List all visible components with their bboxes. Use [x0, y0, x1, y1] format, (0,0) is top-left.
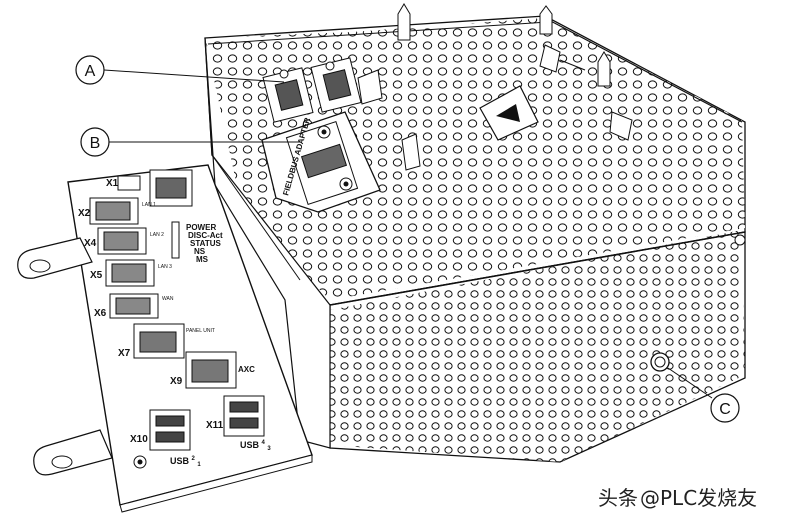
usb-port-left: [149, 409, 191, 451]
led-ms-label: MS: [196, 255, 209, 264]
usb-right-base: USB: [240, 440, 260, 450]
usb-left-base: USB: [170, 456, 190, 466]
port-panel-unit-label: PANEL UNIT: [186, 328, 215, 334]
connector-x6-label: X6: [94, 308, 107, 319]
led-power-label: POWER: [186, 223, 216, 232]
port-lan2-label: LAN 2: [150, 232, 164, 238]
usb-right-sub: 3: [267, 446, 271, 452]
connector-x4-label: X4: [84, 238, 97, 249]
led-status-label: STATUS: [190, 239, 221, 248]
port-usb-left-label: USB 2 1: [170, 452, 201, 468]
connector-x11-label: X11: [206, 420, 224, 431]
dsub-connectors: [262, 57, 362, 123]
usb-left-sub: 1: [197, 462, 201, 468]
callout-b-label: B: [90, 135, 101, 152]
callout-c: C: [667, 367, 740, 423]
led-ns-label: NS: [194, 247, 206, 256]
callout-c-label: C: [719, 401, 731, 418]
mounting-ear-upper: [17, 237, 93, 279]
watermark-handle: @PLC发烧友: [640, 486, 758, 510]
led-disc-act-label: DISC-Act: [188, 231, 223, 240]
port-lan3-label: LAN 3: [158, 264, 172, 270]
usb-right-sup: 4: [262, 440, 266, 446]
connector-x1-label: X1: [106, 178, 119, 189]
callout-b: B: [80, 127, 300, 157]
port-usb-right-label: USB 4 3: [240, 436, 271, 452]
connector-x9-label: X9: [170, 376, 183, 387]
watermark: 头条@PLC发烧友: [598, 482, 759, 511]
left-side-wall: [204, 37, 331, 449]
callout-a: A: [75, 55, 285, 85]
connector-x10-label: X10: [130, 434, 148, 445]
status-leds: POWER DISC-Act STATUS NS MS: [171, 221, 223, 264]
usb-port-right: [223, 395, 265, 437]
connector-x5-label: X5: [90, 270, 103, 281]
connector-x2-label: X2: [78, 208, 91, 219]
usb-left-sup: 2: [192, 456, 196, 462]
connector-x7-label: X7: [118, 348, 131, 359]
port-wan-label: WAN: [162, 296, 174, 302]
port-axc-label: AXC: [238, 365, 255, 374]
connector-panel: X1 X2 LAN 1 X4 LAN 2 X5 LAN 3 POWER DISC…: [17, 164, 313, 513]
mounting-ear-lower: [33, 429, 113, 476]
port-lan1-label: LAN 1: [142, 202, 156, 208]
watermark-prefix: 头条: [598, 486, 638, 510]
callout-a-label: A: [85, 63, 96, 80]
